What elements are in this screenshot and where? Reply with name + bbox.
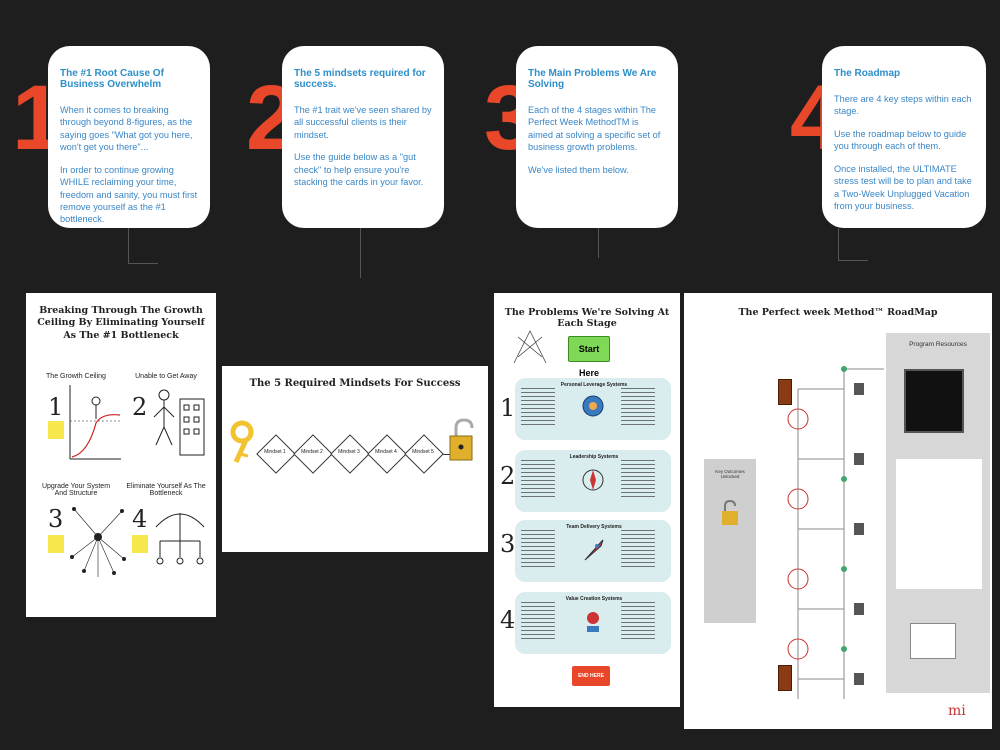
lock-icon — [722, 499, 738, 525]
cell-label: Upgrade Your System And Structure — [41, 483, 111, 497]
stage-number: 3 — [500, 530, 516, 558]
roadmap-flow — [787, 366, 884, 699]
step-title: The 5 mindsets required for success. — [294, 68, 426, 90]
stage-title: Team Delivery Systems — [566, 524, 622, 530]
stage-text-lines — [521, 460, 555, 500]
step-card-4: The Roadmap There are 4 key steps within… — [822, 46, 986, 228]
end-here-button[interactable]: END HERE — [572, 666, 610, 686]
network-icon — [70, 507, 126, 577]
step-text: The #1 trait we've seen shared by all su… — [294, 105, 432, 140]
step-text: Each of the 4 stages within The Perfect … — [528, 105, 661, 153]
stage-row-2: Leadership Systems — [515, 450, 671, 512]
lock-icon — [449, 418, 474, 461]
step-card-2: The 5 mindsets required for success. The… — [282, 46, 444, 228]
connector-line — [360, 228, 361, 278]
connector-line — [838, 260, 868, 261]
door-icon — [778, 665, 792, 691]
stage-text-lines — [621, 602, 655, 642]
panel-title: The Perfect week Method™ RoadMap — [738, 307, 938, 318]
cell-number: 1 — [48, 393, 64, 421]
resource-grid — [896, 459, 982, 589]
cell-number: 4 — [132, 505, 148, 533]
growth-icon — [587, 612, 599, 632]
key-outcomes-box: Key Outcomes Unlocked — [704, 459, 756, 623]
sticky-note-icon — [48, 535, 64, 553]
step-text: In order to continue growing WHILE recla… — [60, 164, 198, 225]
stage-number: 4 — [500, 606, 516, 634]
panel-title: Breaking Through The Growth Ceiling By E… — [37, 305, 205, 341]
stage-title: Personal Leverage Systems — [560, 382, 628, 388]
step-text: There are 4 key steps within each stage. — [834, 94, 972, 117]
stage-row-3: Team Delivery Systems — [515, 520, 671, 582]
step-title: The Roadmap — [834, 68, 901, 79]
resource-screen — [904, 369, 964, 433]
cell-label: Eliminate Yourself As The Bottleneck — [126, 483, 206, 497]
stage-text-lines — [521, 388, 555, 428]
resource-thumb — [910, 623, 956, 659]
step-title: The #1 Root Cause Of Business Overwhelm — [60, 68, 164, 90]
step-card-1: The #1 Root Cause Of Business Overwhelm … — [48, 46, 210, 228]
stage-number: 2 — [500, 462, 516, 490]
cell-label: The Growth Ceiling — [46, 373, 106, 380]
key-outcomes-label: Key Outcomes Unlocked — [715, 469, 745, 479]
door-icon — [778, 379, 792, 405]
cell-label: Unable to Get Away — [135, 373, 197, 380]
growth-curve-icon — [69, 385, 121, 460]
stage-title: Leadership Systems — [569, 454, 619, 460]
mindset-label: Mindset 3 — [338, 449, 360, 455]
stage-number: 1 — [500, 394, 516, 422]
connector-line — [838, 228, 839, 260]
start-here-button[interactable]: Start Here — [568, 336, 610, 378]
stage-text-lines — [621, 388, 655, 428]
step-text: We've listed them below. — [528, 164, 629, 175]
connector-line — [128, 228, 129, 264]
panel-title: The 5 Required Mindsets For Success — [249, 378, 461, 389]
mindset-label: Mindset 4 — [375, 449, 397, 455]
mindset-label: Mindset 1 — [264, 449, 286, 455]
org-tree-icon — [155, 513, 205, 565]
cell-number: 3 — [48, 505, 64, 533]
key-icon — [230, 420, 254, 464]
step-text: Use the guide below as a "gut check" to … — [294, 152, 424, 188]
compass-icon — [582, 469, 604, 491]
step-text: When it comes to breaking through beyond… — [60, 105, 193, 153]
head-icon — [582, 395, 604, 417]
rocket-icon — [584, 539, 604, 561]
growth-ceiling-panel: Breaking Through The Growth Ceiling By E… — [26, 293, 216, 617]
roadmap-panel: The Perfect week Method™ RoadMap Program… — [684, 293, 992, 729]
sticky-note-icon — [48, 421, 64, 439]
stage-row-4: Value Creation Systems — [515, 592, 671, 654]
sticky-note-icon — [132, 535, 148, 553]
brand-logo: mi — [948, 703, 966, 719]
step-card-3: The Main Problems We Are Solving Each of… — [516, 46, 678, 228]
resources-label: Program Resources — [909, 341, 967, 348]
step-text: Once installed, the ULTIMATE stress test… — [834, 163, 972, 211]
mindset-label: Mindset 2 — [301, 449, 323, 455]
connector-line — [598, 228, 599, 258]
program-resources-box: Program Resources — [886, 333, 990, 693]
step-title: The Main Problems We Are Solving — [528, 68, 657, 90]
mindsets-panel: The 5 Required Mindsets For Success Mind… — [222, 366, 488, 552]
stage-title: Value Creation Systems — [565, 596, 623, 602]
step-text: Use the roadmap below to guide you throu… — [834, 128, 967, 152]
stage-text-lines — [621, 530, 655, 570]
scribble-icon — [513, 330, 547, 364]
stage-text-lines — [521, 530, 555, 570]
stage-row-1: Personal Leverage Systems — [515, 378, 671, 440]
stage-text-lines — [521, 602, 555, 642]
panel-title: The Problems We're Solving At Each Stage — [504, 307, 670, 329]
mindset-label: Mindset 5 — [412, 449, 434, 455]
stick-figure-icon — [153, 389, 205, 456]
cell-number: 2 — [132, 393, 148, 421]
stage-text-lines — [621, 460, 655, 500]
connector-line — [128, 263, 158, 264]
